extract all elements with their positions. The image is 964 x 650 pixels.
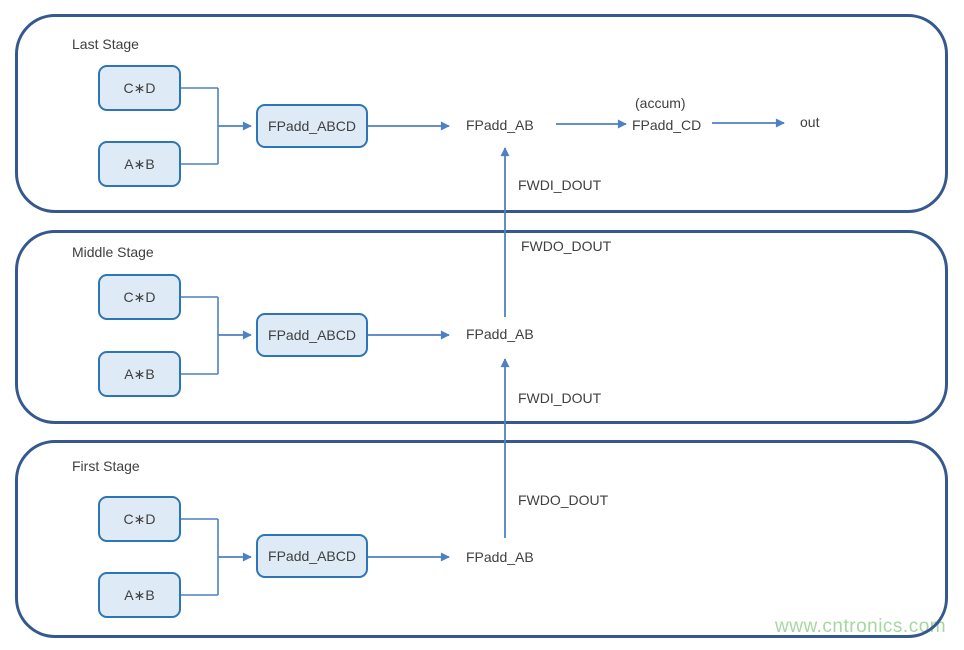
middle-fpadd-ab-label: FPadd_AB: [466, 326, 534, 342]
first-mul-ab-box: A∗B: [98, 572, 181, 618]
accum-note-label: (accum): [635, 95, 686, 111]
last-fwdi-dout-label: FWDI_DOUT: [518, 177, 602, 193]
stage-first-container: [15, 440, 948, 638]
watermark-text: www.cntronics.com: [775, 616, 947, 637]
last-mul-ab-box: A∗B: [98, 141, 181, 187]
stage-middle-title: Middle Stage: [72, 244, 154, 260]
first-mul-cd-box: C∗D: [98, 496, 181, 542]
last-fpadd-ab-label: FPadd_AB: [466, 117, 534, 133]
stage-middle-container: [15, 230, 948, 424]
middle-mul-cd-box: C∗D: [98, 274, 181, 320]
fpadd-cd-label: FPadd_CD: [632, 117, 702, 133]
middle-fwdo-dout-label: FWDO_DOUT: [521, 238, 612, 254]
middle-fwdi-dout-label: FWDI_DOUT: [518, 390, 602, 406]
out-label: out: [800, 114, 820, 130]
first-fpadd-ab-label: FPadd_AB: [466, 549, 534, 565]
last-mul-cd-box: C∗D: [98, 65, 181, 111]
stage-first-title: First Stage: [72, 458, 140, 474]
stage-last-title: Last Stage: [72, 36, 139, 52]
first-fpadd-abcd-box: FPadd_ABCD: [256, 534, 368, 578]
first-fwdo-dout-label: FWDO_DOUT: [518, 492, 609, 508]
middle-mul-ab-box: A∗B: [98, 351, 181, 397]
stage-last-container: [15, 14, 948, 213]
middle-fpadd-abcd-box: FPadd_ABCD: [256, 313, 368, 357]
last-fpadd-abcd-box: FPadd_ABCD: [256, 104, 368, 148]
